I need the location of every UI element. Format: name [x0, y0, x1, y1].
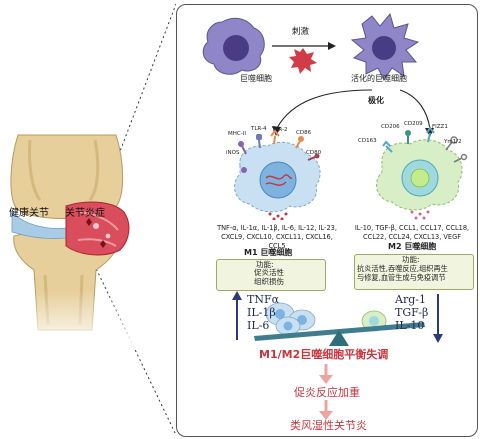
m1-receptor-tlr2: TLR-2 — [272, 127, 288, 133]
imbalance-label: M1/M2巨噬细胞平衡失调 — [259, 348, 389, 361]
m2-title: M2 巨噬细胞 — [388, 242, 437, 251]
top-row-graphics — [202, 12, 434, 137]
healthy-joint-label: 健康关节 — [9, 208, 49, 219]
m1-macrophage-graphic — [234, 129, 321, 220]
m2-receptor-cd206: CD206 — [381, 124, 400, 130]
macrophage-label: 巨噬细胞 — [240, 74, 272, 83]
m2-function-text: 抗炎活性,吞噬反应,组织再生 与修复,血管生成与免疫调节 — [357, 264, 448, 282]
m2-receptor-cd209: CD209 — [404, 121, 423, 127]
m2-marker-tgfb: TGF-β — [395, 306, 429, 320]
m2-receptor-ym12: Ym1/2 — [444, 139, 462, 145]
cascade-arrows — [319, 364, 333, 420]
m1-receptor-tlr4: TLR-4 — [251, 126, 267, 132]
m1-marker-il6: IL-6 — [247, 319, 270, 333]
m2-macrophage-graphic — [376, 126, 468, 220]
m1-marker-il1b: IL-1β — [247, 306, 276, 320]
m2-cytokine-list: IL-10, TGF-β, CCL1, CCL17, CCL18, CCL22,… — [354, 224, 470, 241]
macrophage-cell — [202, 17, 265, 75]
m2-function-heading: 功能: — [402, 255, 420, 264]
inflammation-label: 促炎反应加重 — [294, 386, 360, 399]
m1-function-box — [216, 259, 326, 291]
m1-balance-markers: TNFα IL-1β IL-6 — [247, 293, 279, 333]
m1-m2-balance-scale — [232, 291, 443, 346]
activated-macrophage-label: 活化的巨噬细胞 — [351, 74, 407, 83]
m2-receptor-cd163: CD163 — [358, 138, 377, 144]
stimulus-label: 刺激 — [292, 27, 310, 37]
stimulus-burst-icon — [289, 48, 317, 74]
disease-label: 类风湿性关节炎 — [290, 419, 367, 432]
polarization-label: 极化 — [368, 96, 384, 105]
m2-marker-il10: IL-10 — [395, 319, 425, 333]
m1-receptor-cd86: CD86 — [296, 130, 312, 136]
m1-receptor-mhc2: MHC-II — [228, 131, 246, 137]
m1-function-text: 促炎活性 组织损伤 — [254, 268, 284, 286]
knee-joint-illustration — [0, 3, 176, 436]
arthritis-joint-label: 关节炎症 — [65, 208, 105, 219]
m1-title: M1 巨噬细胞 — [244, 248, 293, 257]
m2-receptor-fizz1: FIZZ1 — [432, 124, 448, 130]
m1-function-heading: 功能: — [256, 260, 274, 269]
m1-receptor-inos: iNOS — [226, 150, 240, 156]
m2-function-box — [354, 254, 474, 290]
m1-marker-tnfa: TNFα — [247, 293, 280, 306]
m2-balance-markers: Arg-1 TGF-β IL-10 — [395, 293, 428, 333]
activated-macrophage-cell — [350, 12, 420, 81]
zoom-line-bottom — [91, 259, 176, 436]
m2-marker-arg1: Arg-1 — [395, 293, 426, 306]
m1-receptor-cd80: CD80 — [306, 150, 322, 156]
m1-cytokine-list: TNF-α, IL-1α, IL-1β, IL-6, IL-12, IL-23,… — [217, 224, 337, 250]
